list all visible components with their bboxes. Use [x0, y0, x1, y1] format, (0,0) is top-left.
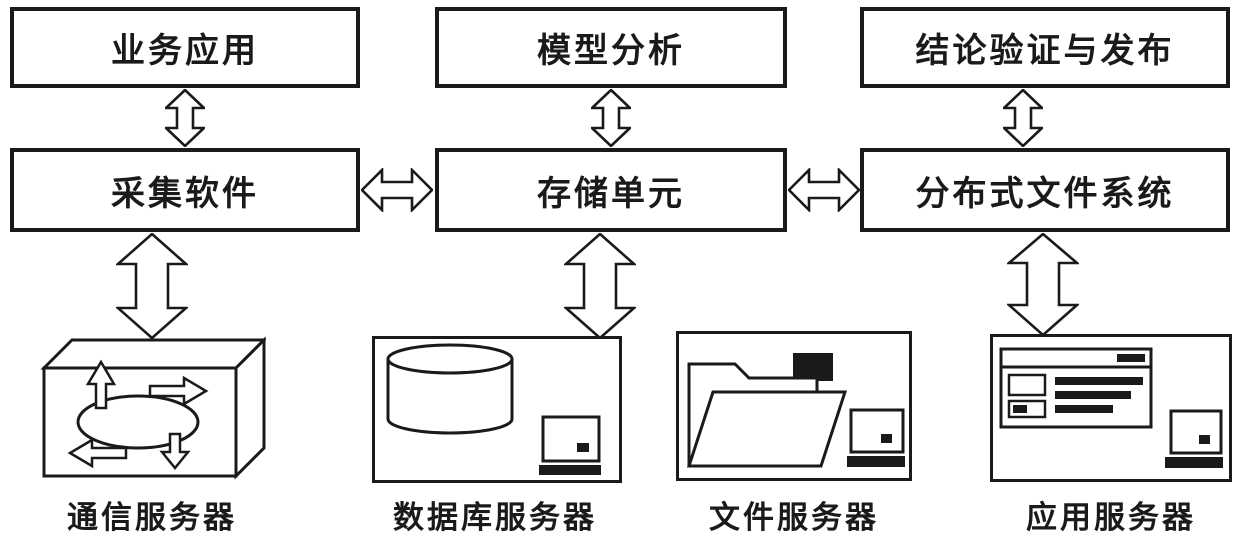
label-application-server: 应用服务器: [1026, 500, 1196, 535]
double-arrow-to-database-server: [564, 233, 636, 339]
application-window-icon: [999, 347, 1223, 468]
double-arrow-vertical-center: [591, 89, 631, 147]
double-arrow-to-communication-server: [116, 233, 188, 339]
node-model-analysis: 模型分析: [435, 7, 787, 88]
node-distributed-file-system: 分布式文件系统: [860, 148, 1230, 232]
database-cylinder-icon: [386, 343, 601, 475]
node-label: 结论验证与发布: [915, 32, 1175, 70]
database-cylinder-body: [386, 359, 514, 435]
double-arrow-vertical-left: [165, 89, 205, 147]
node-collection-software: 采集软件: [10, 148, 360, 232]
node-label: 采集软件: [111, 174, 259, 213]
node-label: 分布式文件系统: [915, 174, 1175, 213]
file-server-box: [676, 331, 912, 481]
node-label: 业务应用: [111, 32, 259, 70]
pc-tower-icon: [1165, 409, 1223, 468]
pc-tower-icon: [847, 408, 905, 467]
double-arrow-horizontal-left: [361, 168, 433, 212]
node-label: 存储单元: [537, 174, 685, 213]
database-cylinder-top: [386, 343, 514, 375]
folder-icon: [686, 353, 905, 468]
database-server-box: [372, 336, 622, 483]
label-communication-server: 通信服务器: [67, 500, 237, 535]
double-arrow-vertical-right: [1003, 89, 1043, 147]
pc-tower-icon: [539, 415, 601, 475]
node-conclusion-verification: 结论验证与发布: [860, 7, 1230, 88]
application-server-box: [990, 334, 1232, 482]
node-label: 模型分析: [537, 32, 685, 70]
label-database-server: 数据库服务器: [393, 500, 597, 535]
node-business-application: 业务应用: [10, 7, 360, 88]
app-window: [999, 347, 1153, 429]
node-storage-unit: 存储单元: [435, 148, 787, 232]
folder-front: [686, 390, 848, 468]
communication-cube-icon: [40, 336, 266, 480]
double-arrow-to-application-server: [1007, 233, 1079, 336]
label-file-server: 文件服务器: [709, 500, 879, 535]
folder-flap-dark: [793, 353, 833, 381]
double-arrow-horizontal-right: [788, 168, 860, 212]
